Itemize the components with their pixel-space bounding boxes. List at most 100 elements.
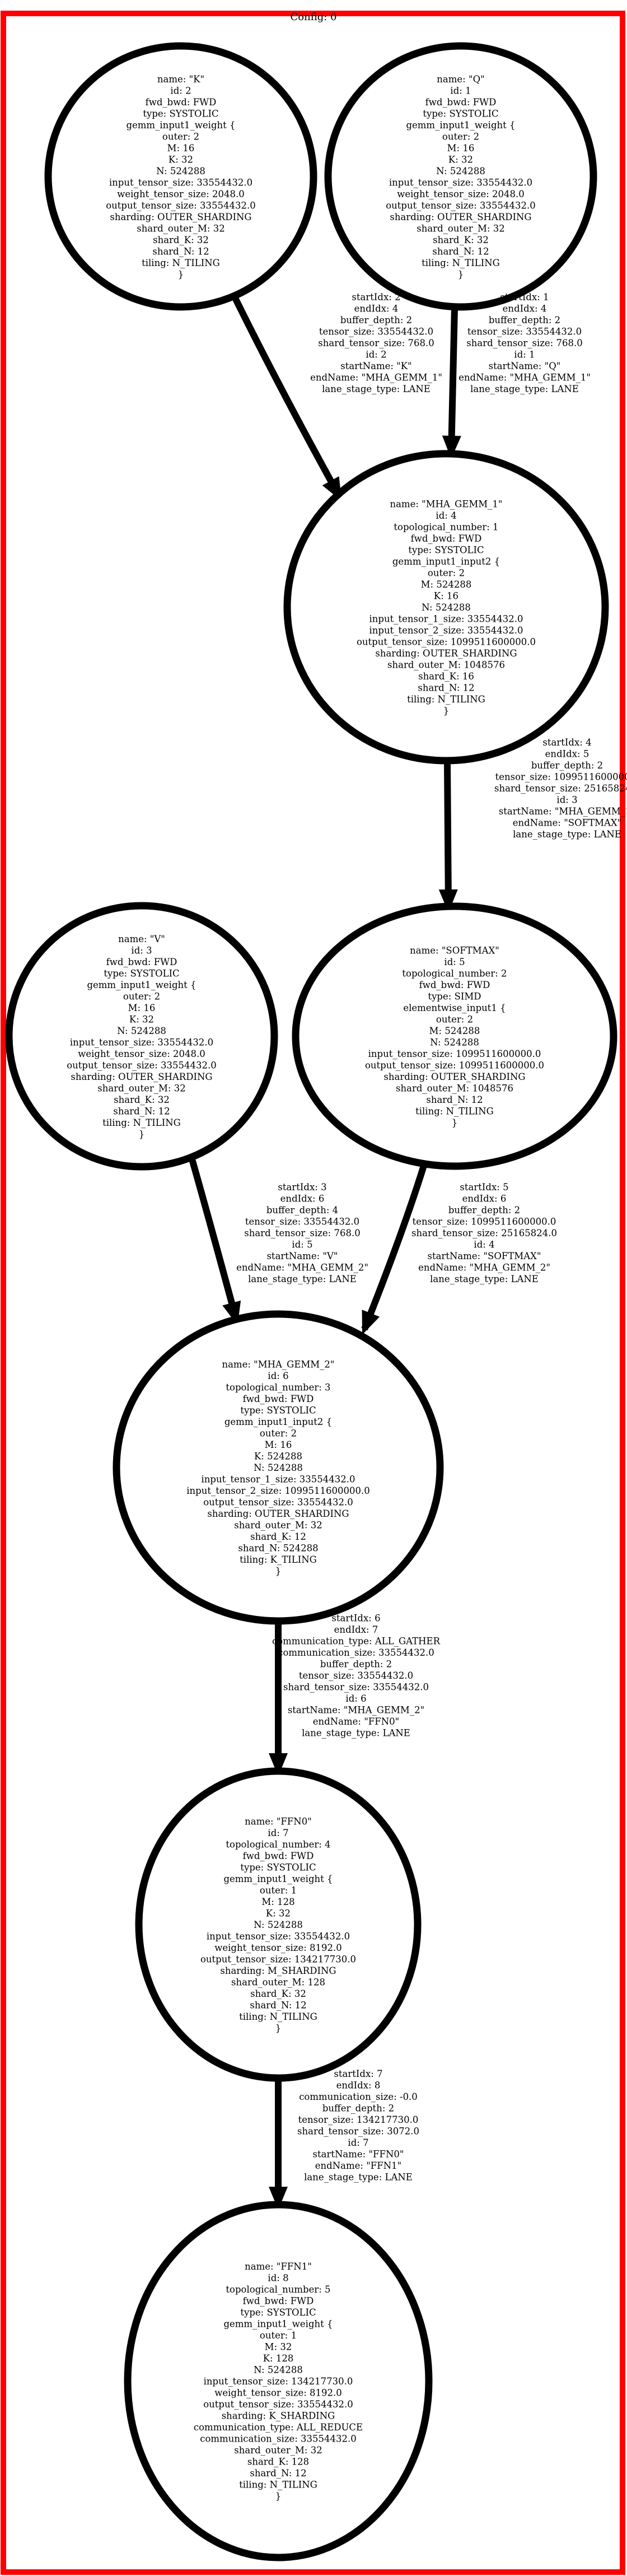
node-mha-gemm-1-line: shard_K: 16 — [418, 671, 474, 682]
node-mha-gemm-2-line: shard_N: 524288 — [238, 1543, 318, 1554]
node-v-line: input_tensor_size: 33554432.0 — [70, 1037, 213, 1047]
edge-k-to-mha-gemm-1 — [231, 295, 342, 497]
edge-label-mha-gemm-2-to-ffn0-line: endIdx: 7 — [334, 1624, 378, 1635]
node-v-line: gemm_input1_weight { — [87, 980, 196, 990]
node-k-line: N: 524288 — [156, 166, 205, 176]
node-k-line: } — [178, 269, 184, 280]
node-q-line: } — [458, 269, 464, 280]
node-mha-gemm-2-line: shard_outer_M: 32 — [234, 1520, 322, 1531]
edge-label-q-to-mha-gemm-1-line: endIdx: 4 — [503, 304, 547, 314]
edge-softmax-to-mha-gemm-2 — [361, 1163, 428, 1331]
node-mha-gemm-2-line: id: 6 — [268, 1371, 288, 1381]
node-mha-gemm-1-line: output_tensor_size: 1099511600000.0 — [357, 637, 536, 648]
node-ffn0-line: output_tensor_size: 134217730.0 — [200, 1954, 356, 1965]
edge-label-v-to-mha-gemm-2-line: endName: "MHA_GEMM_2" — [236, 1263, 368, 1273]
node-softmax-line: topological_number: 2 — [402, 968, 507, 979]
edge-label-q-to-mha-gemm-1-line: buffer_depth: 2 — [489, 315, 560, 325]
node-softmax-line: id: 5 — [444, 957, 465, 967]
node-ffn1-line: input_tensor_size: 134217730.0 — [204, 2376, 353, 2387]
edge-label-mha-gemm-2-to-ffn0-line: communication_type: ALL_GATHER — [272, 1636, 441, 1647]
node-softmax-line: sharding: OUTER_SHARDING — [383, 1072, 525, 1082]
node-k-line: tiling: N_TILING — [142, 258, 220, 268]
edge-label-v-to-mha-gemm-2-line: tensor_size: 33554432.0 — [245, 1217, 359, 1227]
node-q-line: name: "Q" — [437, 74, 484, 85]
node-mha-gemm-1-line: name: "MHA_GEMM_1" — [390, 499, 502, 510]
node-ffn1-ellipse — [124, 2201, 433, 2561]
edge-label-q-to-mha-gemm-1-line: lane_stage_type: LANE — [470, 384, 579, 394]
node-k-line: weight_tensor_size: 2048.0 — [117, 189, 245, 199]
node-mha-gemm-1-line: sharding: OUTER_SHARDING — [375, 648, 517, 659]
node-ffn1-line: outer: 1 — [260, 2330, 297, 2341]
node-q-line: shard_K: 32 — [433, 235, 489, 245]
node-q-line: type: SYSTOLIC — [423, 108, 498, 119]
edge-label-mha-gemm-2-to-ffn0-line: buffer_depth: 2 — [320, 1659, 392, 1670]
edge-label-k-to-mha-gemm-1-line: shard_tensor_size: 768.0 — [318, 338, 434, 348]
node-ffn1-line: } — [275, 2491, 282, 2502]
node-mha-gemm-2-line: topological_number: 3 — [226, 1382, 330, 1393]
node-ffn1-line: shard_K: 128 — [247, 2457, 309, 2467]
node-v-line: name: "V" — [118, 934, 165, 944]
node-q-line: outer: 2 — [442, 131, 479, 142]
edge-label-q-to-mha-gemm-1-line: shard_tensor_size: 768.0 — [466, 338, 582, 348]
node-ffn1-line: topological_number: 5 — [226, 2284, 330, 2295]
edge-label-softmax-to-mha-gemm-2-line: shard_tensor_size: 25165824.0 — [411, 1228, 557, 1238]
edge-label-mha-gemm-1-to-softmax-line: shard_tensor_size: 25165824.0 — [494, 783, 627, 794]
node-mha-gemm-2-line: N: 524288 — [254, 1462, 303, 1473]
node-ffn1-line: shard_N: 12 — [250, 2468, 306, 2479]
node-ffn0-line: input_tensor_size: 33554432.0 — [207, 1931, 350, 1942]
node-v-line: shard_N: 12 — [113, 1106, 170, 1116]
node-q-line: weight_tensor_size: 2048.0 — [397, 189, 525, 199]
node-softmax-ellipse — [292, 902, 617, 1170]
edge-mha-gemm-2-to-ffn0-arrowhead — [269, 1753, 288, 1777]
node-ffn1-line: communication_size: 33554432.0 — [200, 2434, 357, 2444]
node-ffn0-ellipse — [135, 1767, 422, 2082]
node-softmax-line: input_tensor_size: 1099511600000.0 — [368, 1049, 541, 1059]
edge-label-q-to-mha-gemm-1-line: endName: "MHA_GEMM_1" — [458, 372, 591, 383]
node-mha-gemm-2-line: name: "MHA_GEMM_2" — [222, 1359, 334, 1370]
node-mha-gemm-2-line: input_tensor_1_size: 33554432.0 — [201, 1474, 355, 1485]
edge-label-k-to-mha-gemm-1-line: id: 2 — [366, 350, 386, 360]
edge-mha-gemm-1-to-softmax-arrowhead — [438, 889, 458, 913]
node-mha-gemm-1-line: input_tensor_1_size: 33554432.0 — [369, 614, 523, 625]
edge-softmax-to-mha-gemm-2-arrowhead — [362, 1310, 380, 1335]
edge-label-softmax-to-mha-gemm-2-line: endIdx: 6 — [462, 1194, 507, 1204]
node-v-line: M: 16 — [128, 1003, 156, 1013]
node-softmax-line: fwd_bwd: FWD — [419, 980, 490, 990]
node-mha-gemm-2-line: gemm_input1_input2 { — [224, 1417, 332, 1427]
edge-mha-gemm-1-to-softmax — [444, 761, 452, 908]
node-ffn1-line: output_tensor_size: 33554432.0 — [203, 2399, 353, 2410]
node-k-line: name: "K" — [157, 74, 204, 85]
node-k-line: input_tensor_size: 33554432.0 — [109, 177, 252, 188]
node-softmax[interactable]: name: "SOFTMAX"id: 5topological_number: … — [292, 902, 617, 1170]
edge-label-mha-gemm-1-to-softmax-line: startIdx: 4 — [542, 737, 591, 748]
node-mha-gemm-1[interactable]: name: "MHA_GEMM_1"id: 4topological_numbe… — [283, 450, 609, 765]
node-mha-gemm-2-line: tiling: K_TILING — [240, 1554, 317, 1565]
node-mha-gemm-1-line: topological_number: 1 — [394, 522, 498, 533]
node-mha-gemm-1-line: shard_outer_M: 1048576 — [387, 660, 505, 670]
node-ffn0-line: tiling: N_TILING — [239, 2011, 317, 2022]
edge-label-mha-gemm-1-to-softmax-line: buffer_depth: 2 — [531, 760, 603, 771]
node-mha-gemm-2-line: outer: 2 — [260, 1428, 297, 1439]
node-mha-gemm-1-line: id: 4 — [436, 510, 456, 521]
node-v-line: sharding: OUTER_SHARDING — [71, 1072, 212, 1082]
node-v-line: tiling: N_TILING — [102, 1117, 181, 1128]
node-q-line: gemm_input1_weight { — [406, 120, 515, 131]
node-mha-gemm-1-line: type: SYSTOLIC — [408, 545, 484, 556]
edge-label-ffn0-to-ffn1-line: tensor_size: 134217730.0 — [298, 2114, 419, 2125]
node-q-line: shard_outer_M: 32 — [417, 223, 504, 234]
edge-label-softmax-to-mha-gemm-2-line: endName: "MHA_GEMM_2" — [418, 1263, 550, 1273]
node-ffn0-line: fwd_bwd: FWD — [243, 1851, 314, 1861]
node-q-ellipse — [324, 42, 597, 311]
node-softmax-line: name: "SOFTMAX" — [410, 945, 499, 956]
node-mha-gemm-1-line: gemm_input1_input2 { — [392, 556, 500, 567]
node-mha-gemm-1-line: tiling: N_TILING — [407, 694, 485, 705]
node-ffn1-line: K: 128 — [263, 2353, 294, 2364]
node-mha-gemm-2[interactable]: name: "MHA_GEMM_2"id: 6topological_numbe… — [113, 1310, 444, 1625]
